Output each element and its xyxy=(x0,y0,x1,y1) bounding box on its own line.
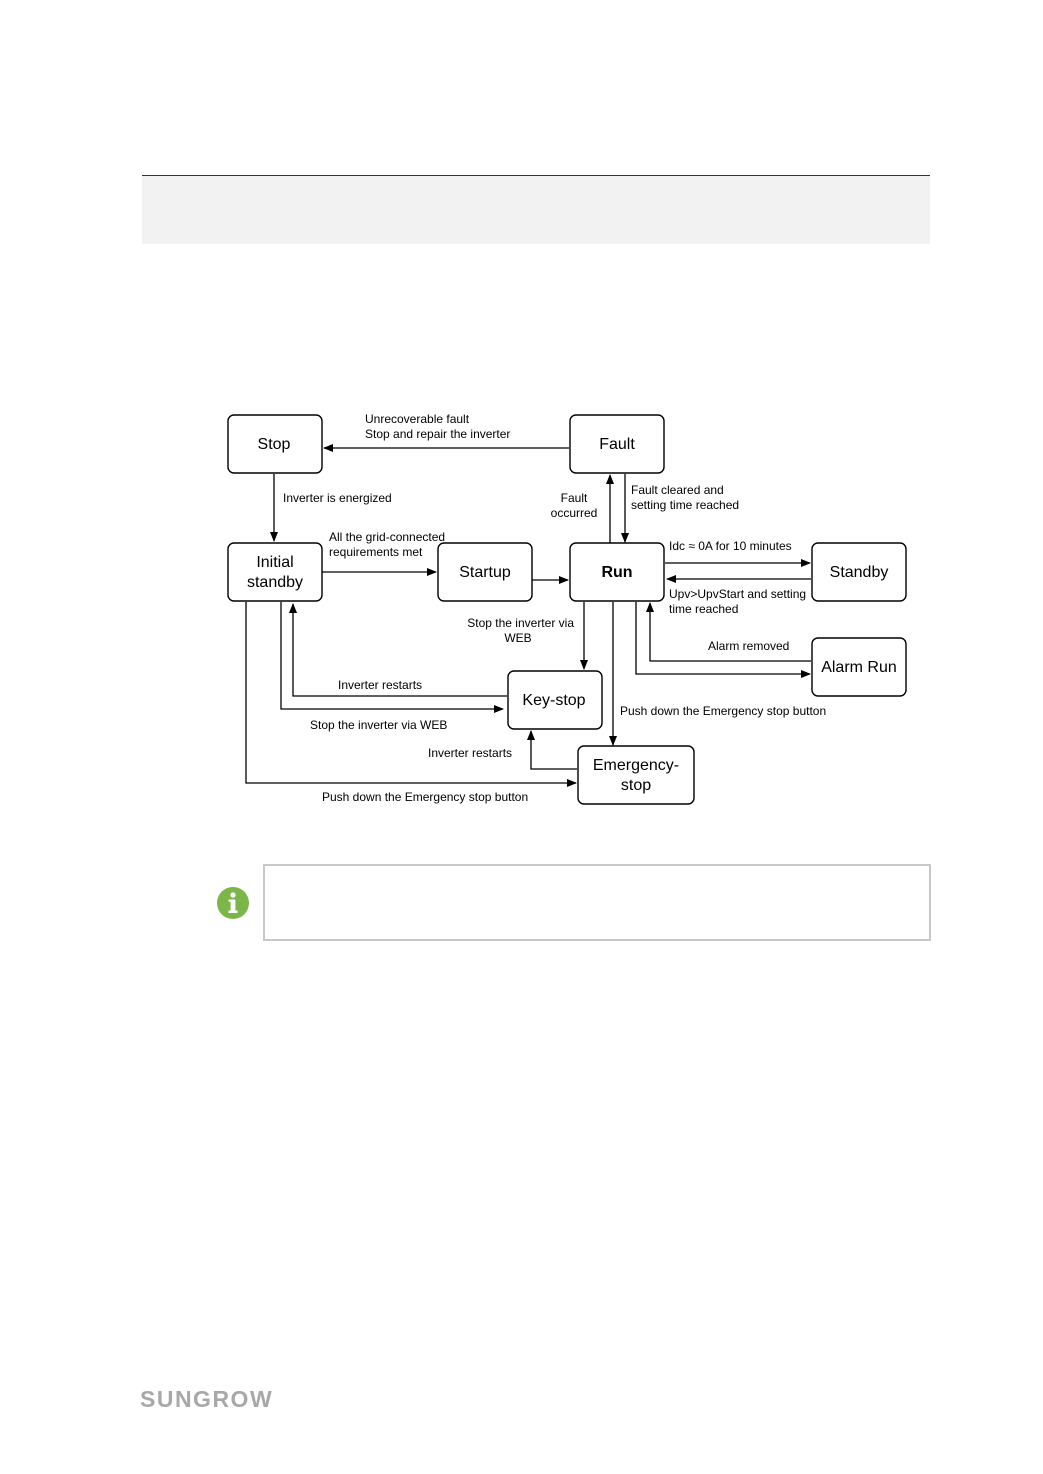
edge-keystop-to-initial xyxy=(289,603,507,697)
sungrow-logo: SUNGROW xyxy=(140,1386,273,1412)
node-emergency-stop-line1: Emergency- xyxy=(593,757,679,774)
edge-initial-to-keystop xyxy=(280,602,504,713)
node-emergency-stop: Emergency- stop xyxy=(577,745,695,805)
logo-text: SUNGROW xyxy=(140,1386,273,1412)
label-standby-to-run-2: time reached xyxy=(669,602,738,616)
edge-alarm-removed xyxy=(646,602,811,662)
label-standby-to-run-1: Upv>UpvStart and setting xyxy=(669,587,806,601)
node-stop: Stop xyxy=(227,414,323,474)
note-box xyxy=(263,864,931,941)
node-fault-label: Fault xyxy=(599,436,635,453)
node-run: Run xyxy=(569,542,665,602)
node-startup: Startup xyxy=(437,542,533,602)
label-fault-to-run-2: setting time reached xyxy=(631,498,739,512)
label-initial-to-startup-2: requirements met xyxy=(329,545,423,559)
node-alarm-run: Alarm Run xyxy=(811,637,907,697)
node-standby-label: Standby xyxy=(830,564,889,581)
edge-run-to-alarm xyxy=(635,602,811,678)
node-fault: Fault xyxy=(569,414,665,474)
label-keystop-restart: Inverter restarts xyxy=(338,678,422,692)
node-initial-standby-line2: standby xyxy=(247,574,303,591)
node-stop-label: Stop xyxy=(258,436,291,453)
label-run-to-standby: Idc ≈ 0A for 10 minutes xyxy=(669,539,792,553)
edge-emergency-to-keystop xyxy=(527,730,577,770)
node-key-stop: Key-stop xyxy=(507,670,603,730)
label-fault-to-run-1: Fault cleared and xyxy=(631,483,724,497)
node-key-stop-label: Key-stop xyxy=(522,692,585,709)
node-initial-standby-line1: Initial xyxy=(256,554,293,571)
label-run-to-emergency: Push down the Emergency stop button xyxy=(620,704,826,718)
label-run-to-keystop-2: WEB xyxy=(504,631,531,645)
label-run-to-keystop-1: Stop the inverter via xyxy=(467,616,574,630)
node-alarm-run-label: Alarm Run xyxy=(821,659,897,676)
section-header-bar xyxy=(142,175,930,244)
label-alarm-removed: Alarm removed xyxy=(708,639,789,653)
label-emergency-restart: Inverter restarts xyxy=(428,746,512,760)
node-emergency-stop-line2: stop xyxy=(621,777,651,794)
label-initial-to-startup-1: All the grid-connected xyxy=(329,530,445,544)
node-initial-standby: Initial standby xyxy=(227,542,323,602)
label-initial-to-emergency: Push down the Emergency stop button xyxy=(322,790,528,804)
label-stop-to-initial: Inverter is energized xyxy=(283,491,392,505)
node-run-label: Run xyxy=(601,564,632,581)
node-standby: Standby xyxy=(811,542,907,602)
label-fault-to-stop-1: Unrecoverable fault xyxy=(365,412,470,426)
node-startup-label: Startup xyxy=(459,564,511,581)
label-run-to-fault-1: Fault xyxy=(561,491,588,505)
label-run-to-fault-2: occurred xyxy=(551,506,598,520)
label-initial-to-keystop: Stop the inverter via WEB xyxy=(310,718,447,732)
edge-initial-to-emergency xyxy=(245,602,577,787)
info-icon xyxy=(217,887,249,919)
label-fault-to-stop-2: Stop and repair the inverter xyxy=(365,427,510,441)
state-diagram: Stop Fault Initial standby Startup Run S… xyxy=(227,412,907,805)
